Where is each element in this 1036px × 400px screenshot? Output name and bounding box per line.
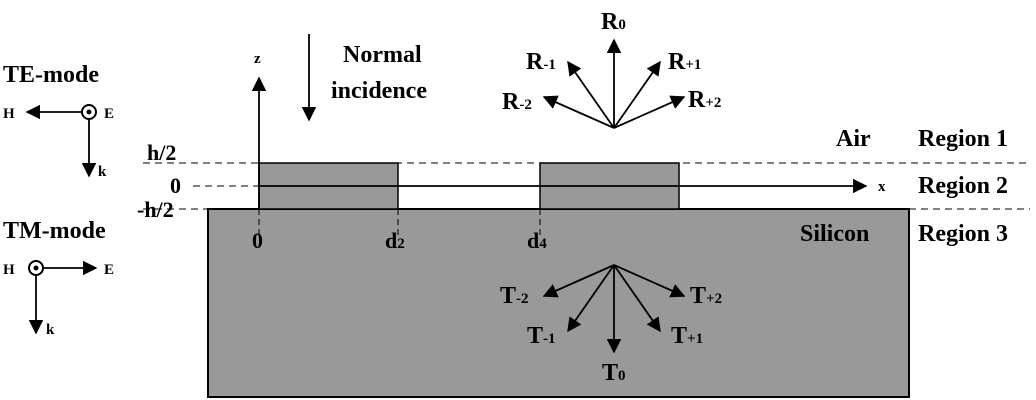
reflected-arrow-minus1 bbox=[567, 60, 615, 129]
reflected-arrow-minus2 bbox=[542, 95, 615, 129]
region-label-3: Region 3 bbox=[918, 221, 1008, 247]
material-silicon: Silicon bbox=[800, 221, 869, 247]
x-axis-label: x bbox=[878, 179, 886, 195]
transmitted-label-minus2: T-2 bbox=[500, 283, 529, 309]
tm-h-field-dot bbox=[33, 265, 39, 271]
reflected-label-minus2: R-2 bbox=[502, 89, 532, 115]
incidence-label-line2: incidence bbox=[331, 78, 427, 104]
region-label-2: Region 2 bbox=[918, 173, 1008, 199]
tm-e-label: E bbox=[104, 262, 114, 278]
silicon-substrate bbox=[207, 208, 910, 398]
transmitted-arrow-minus2 bbox=[542, 264, 615, 298]
transmitted-label-minus1: T-1 bbox=[527, 323, 556, 349]
tm-mode-title: TM-mode bbox=[3, 218, 106, 244]
reflected-label-plus2: R+2 bbox=[688, 87, 721, 113]
reflected-orders: R0 R-1 R+1 R-2 R+2 bbox=[502, 9, 721, 129]
transmitted-label-0: T0 bbox=[602, 360, 626, 386]
reflected-label-0: R0 bbox=[601, 9, 626, 35]
level-label-bottom: -h/2 bbox=[137, 197, 174, 222]
te-mode-diagram: TE-mode H E k bbox=[3, 62, 114, 180]
te-e-field-dot bbox=[86, 109, 92, 115]
transmitted-arrow-plus1 bbox=[613, 264, 661, 333]
transmitted-label-plus1: T+1 bbox=[671, 323, 703, 349]
reflected-label-minus1: R-1 bbox=[526, 49, 556, 75]
te-e-label: E bbox=[104, 106, 114, 122]
te-h-label: H bbox=[3, 106, 15, 122]
transmitted-arrow-plus2 bbox=[613, 264, 686, 298]
level-label-middle: 0 bbox=[170, 173, 181, 198]
material-air: Air bbox=[836, 126, 871, 152]
transmitted-orders: T-2 T+2 T-1 T+1 T0 bbox=[500, 264, 722, 386]
region-label-1: Region 1 bbox=[918, 126, 1008, 152]
d4-label: d4 bbox=[527, 228, 547, 253]
transmitted-arrow-minus1 bbox=[567, 264, 615, 333]
origin-label: 0 bbox=[252, 228, 263, 253]
d2-label: d2 bbox=[385, 228, 405, 253]
tm-h-label: H bbox=[3, 262, 15, 278]
te-k-label: k bbox=[98, 164, 107, 180]
reflected-arrow-plus2 bbox=[613, 95, 686, 129]
tm-mode-diagram: TM-mode H E k bbox=[3, 218, 114, 338]
z-axis-label: z bbox=[254, 51, 261, 67]
transmitted-label-plus2: T+2 bbox=[690, 283, 722, 309]
incidence-label-line1: Normal bbox=[343, 42, 422, 68]
level-label-top: h/2 bbox=[147, 140, 176, 165]
reflected-label-plus1: R+1 bbox=[668, 49, 701, 75]
tm-k-label: k bbox=[46, 322, 55, 338]
reflected-arrow-plus1 bbox=[613, 60, 661, 129]
te-mode-title: TE-mode bbox=[3, 62, 99, 88]
